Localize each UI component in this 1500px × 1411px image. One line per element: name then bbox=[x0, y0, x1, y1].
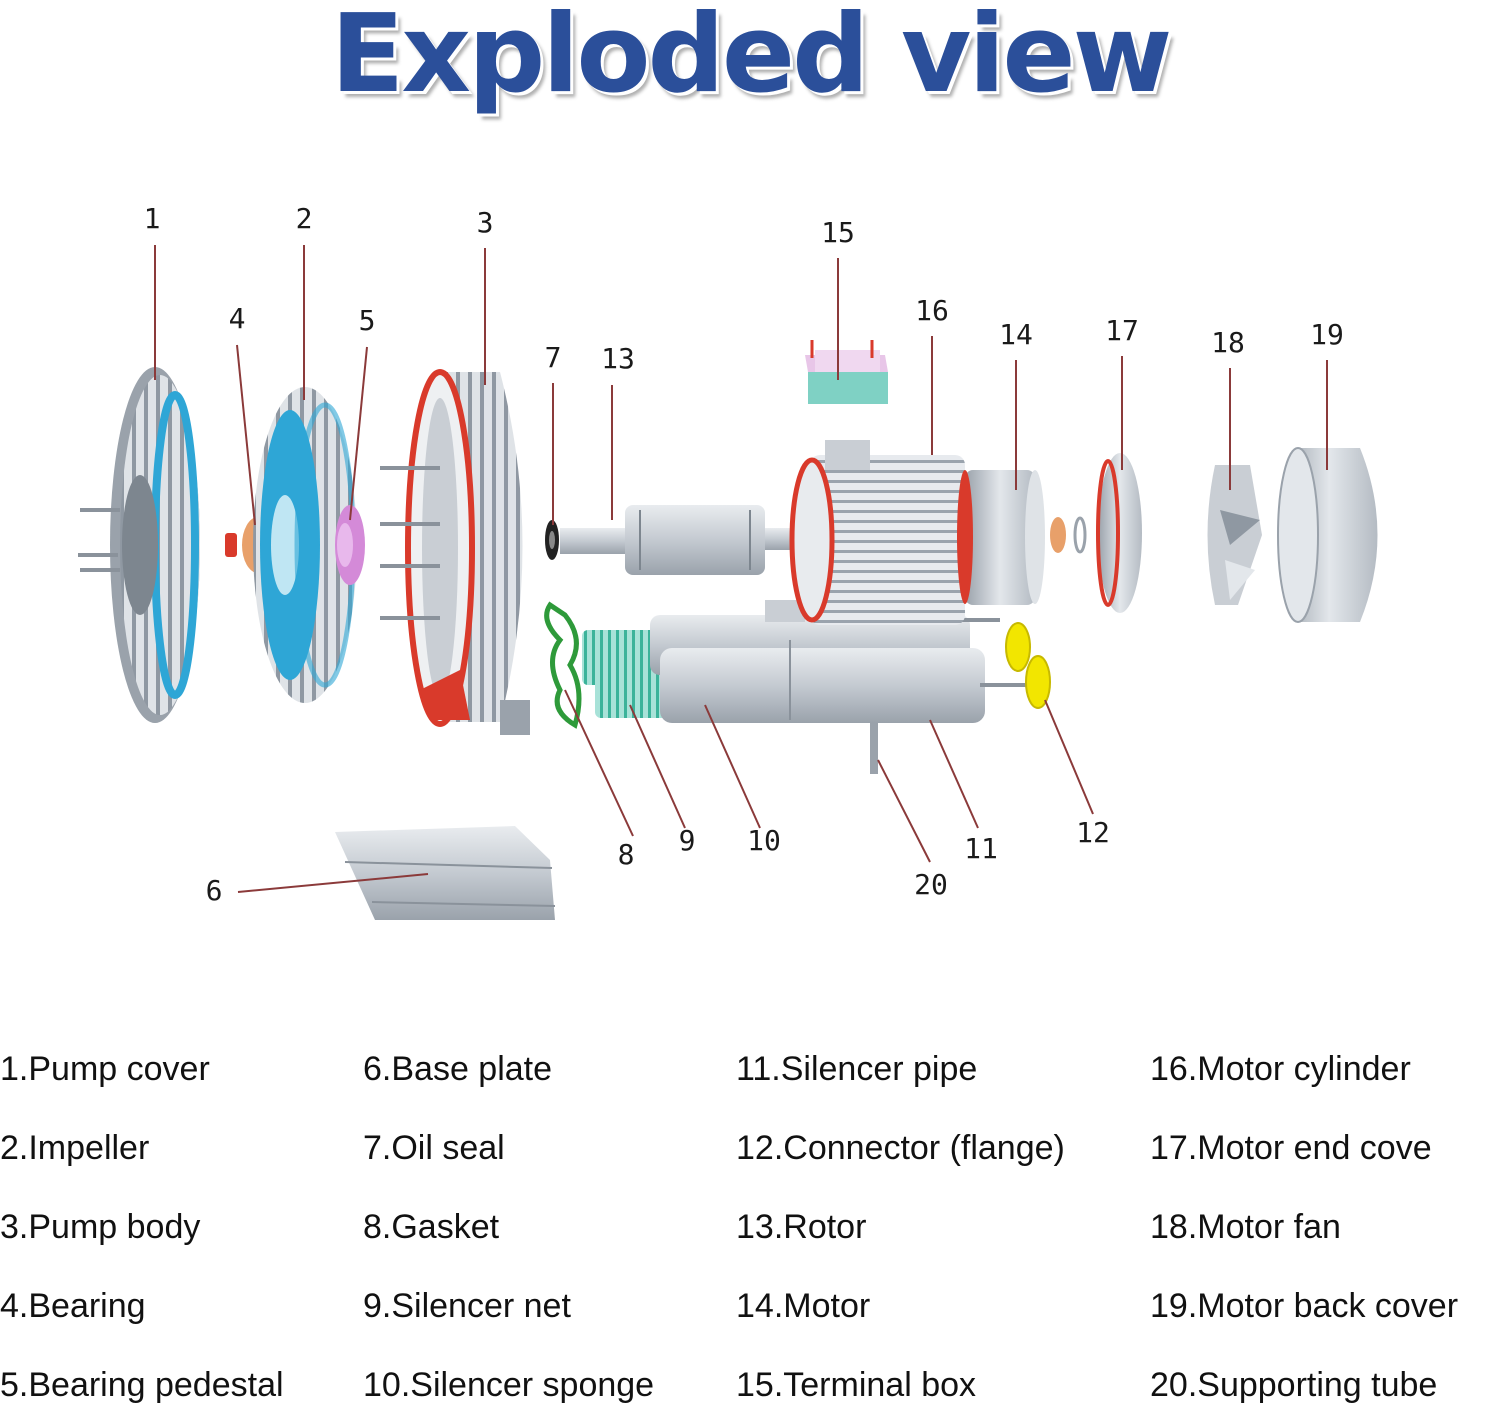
legend-item-17: 17.Motor end cove bbox=[1150, 1129, 1432, 1167]
leader-line-20 bbox=[877, 759, 931, 863]
legend-item-9: 9.Silencer net bbox=[363, 1287, 571, 1325]
callout-number-6: 6 bbox=[206, 874, 223, 907]
pump-cover-part bbox=[78, 367, 200, 723]
leader-line-10 bbox=[704, 704, 761, 829]
legend-item-13: 13.Rotor bbox=[736, 1208, 867, 1246]
legend-item-12: 12.Connector (flange) bbox=[736, 1129, 1065, 1167]
legend-item-10: 10.Silencer sponge bbox=[363, 1366, 655, 1404]
pump-body-part bbox=[380, 369, 530, 735]
terminal-box-part bbox=[805, 340, 888, 404]
leader-line-5 bbox=[349, 346, 368, 521]
leader-line-11 bbox=[929, 719, 979, 829]
callout-number-13: 13 bbox=[601, 342, 635, 375]
bearing-pedestal-part bbox=[335, 505, 365, 585]
legend-item-19: 19.Motor back cover bbox=[1150, 1287, 1459, 1325]
motor-back-cover-part bbox=[1277, 447, 1378, 623]
connector-flange-part bbox=[1005, 622, 1051, 709]
callout-number-14: 14 bbox=[999, 318, 1033, 351]
legend-item-11: 11.Silencer pipe bbox=[736, 1050, 978, 1088]
legend-item-1: 1.Pump cover bbox=[0, 1050, 210, 1088]
legend-item-4: 4.Bearing bbox=[0, 1287, 146, 1325]
motor-end-cover-part bbox=[1050, 453, 1142, 613]
silencer-net-part bbox=[582, 630, 670, 718]
page-title: Exploded view bbox=[330, 0, 1173, 117]
legend-item-6: 6.Base plate bbox=[363, 1050, 553, 1088]
callout-number-7: 7 bbox=[545, 341, 562, 374]
callout-number-8: 8 bbox=[618, 838, 635, 871]
leader-line-8 bbox=[564, 689, 634, 837]
base-plate-part bbox=[335, 826, 556, 920]
callout-number-17: 17 bbox=[1105, 314, 1139, 347]
callout-number-4: 4 bbox=[229, 302, 246, 335]
callout-number-3: 3 bbox=[477, 206, 494, 239]
silencer-pipe-part bbox=[650, 600, 1030, 723]
callout-number-2: 2 bbox=[296, 202, 313, 235]
callout-number-16: 16 bbox=[915, 294, 949, 327]
supporting-tube-part bbox=[870, 722, 878, 774]
impeller-part bbox=[253, 387, 357, 703]
legend-item-18: 18.Motor fan bbox=[1150, 1208, 1341, 1246]
legend-item-14: 14.Motor bbox=[736, 1287, 871, 1325]
leader-line-9 bbox=[629, 704, 686, 829]
legend-item-8: 8.Gasket bbox=[363, 1208, 500, 1246]
leader-lines bbox=[154, 245, 1328, 893]
legend-item-2: 2.Impeller bbox=[0, 1129, 150, 1167]
legend-item-7: 7.Oil seal bbox=[363, 1129, 505, 1167]
callout-number-9: 9 bbox=[679, 824, 696, 857]
legend-item-16: 16.Motor cylinder bbox=[1150, 1050, 1411, 1088]
legend-item-5: 5.Bearing pedestal bbox=[0, 1366, 284, 1404]
legend-item-20: 20.Supporting tube bbox=[1150, 1366, 1438, 1404]
motor-fan-part bbox=[1207, 465, 1262, 605]
callout-number-1: 1 bbox=[144, 202, 161, 235]
leader-line-4 bbox=[236, 344, 256, 526]
callout-number-10: 10 bbox=[747, 824, 781, 857]
legend-item-3: 3.Pump body bbox=[0, 1208, 201, 1246]
motor-part bbox=[789, 440, 1045, 625]
callout-number-5: 5 bbox=[359, 304, 376, 337]
gasket-part bbox=[544, 601, 582, 729]
leader-line-12 bbox=[1044, 699, 1094, 815]
rotor-part bbox=[560, 505, 815, 575]
callout-number-19: 19 bbox=[1310, 318, 1344, 351]
leader-line-6 bbox=[237, 873, 429, 893]
callout-number-15: 15 bbox=[821, 216, 855, 249]
callout-number-18: 18 bbox=[1211, 326, 1245, 359]
oil-seal-part bbox=[545, 520, 559, 560]
callout-number-12: 12 bbox=[1076, 816, 1110, 849]
callout-number-11: 11 bbox=[964, 832, 998, 865]
callout-number-20: 20 bbox=[914, 868, 948, 901]
legend-item-15: 15.Terminal box bbox=[736, 1366, 977, 1404]
